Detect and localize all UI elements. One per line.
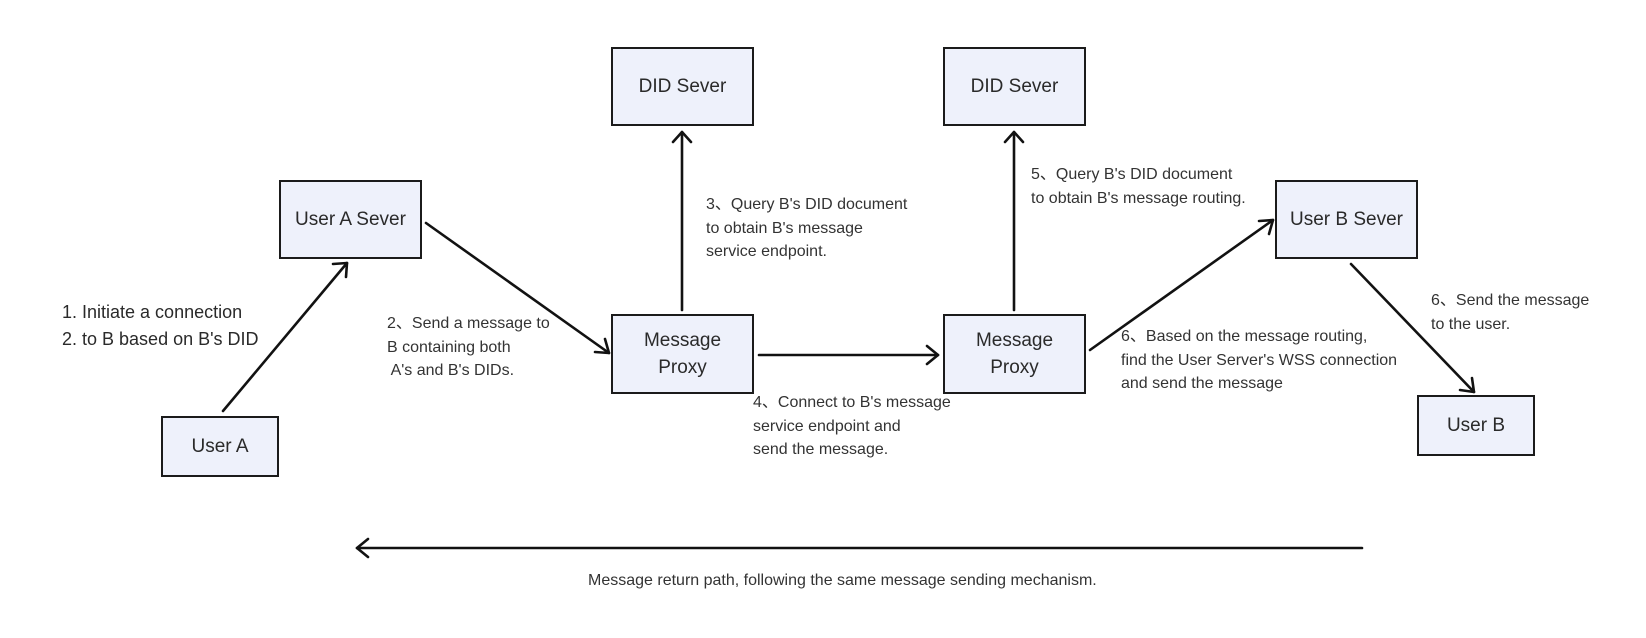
node-user-b-server: User B Sever [1275,180,1418,259]
arrow-proxy-a-to-did-server-a [671,130,693,312]
step-6-deliver-label: 6、Send the message to the user. [1431,292,1590,333]
step-3-label: 3、Query B's DID document to obtain B's m… [706,196,908,260]
step-6-route-label: 6、Based on the message routing, find the… [1121,328,1398,392]
arrow-proxy-b-to-user-b-server [1088,218,1275,352]
step-4-label: 4、Connect to B's message service endpoin… [753,394,951,458]
step-1-label: 1. Initiate a connection 2. to B based o… [62,302,259,349]
arrow-proxy-b-to-did-server-b [1003,130,1025,312]
node-user-a-server: User A Sever [279,180,422,259]
step-2-label: 2、Send a message to B containing both A'… [387,315,550,379]
node-did-server-a: DID Sever [611,47,754,126]
node-message-proxy-b: Message Proxy [943,314,1086,394]
arrow-proxy-a-to-proxy-b [757,344,940,366]
arrow-user-a-to-user-a-server [221,261,349,413]
step-5-label: 5、Query B's DID document to obtain B's m… [1031,166,1246,207]
node-message-proxy-a: Message Proxy [611,314,754,394]
arrow-return-path [355,537,1364,559]
node-user-a: User A [161,416,279,477]
arrow-user-b-server-to-user-b [1349,262,1476,394]
node-user-b: User B [1417,395,1535,456]
arrow-user-a-server-to-proxy-a [424,221,611,355]
return-path-caption: Message return path, following the same … [588,572,1097,589]
node-did-server-b: DID Sever [943,47,1086,126]
